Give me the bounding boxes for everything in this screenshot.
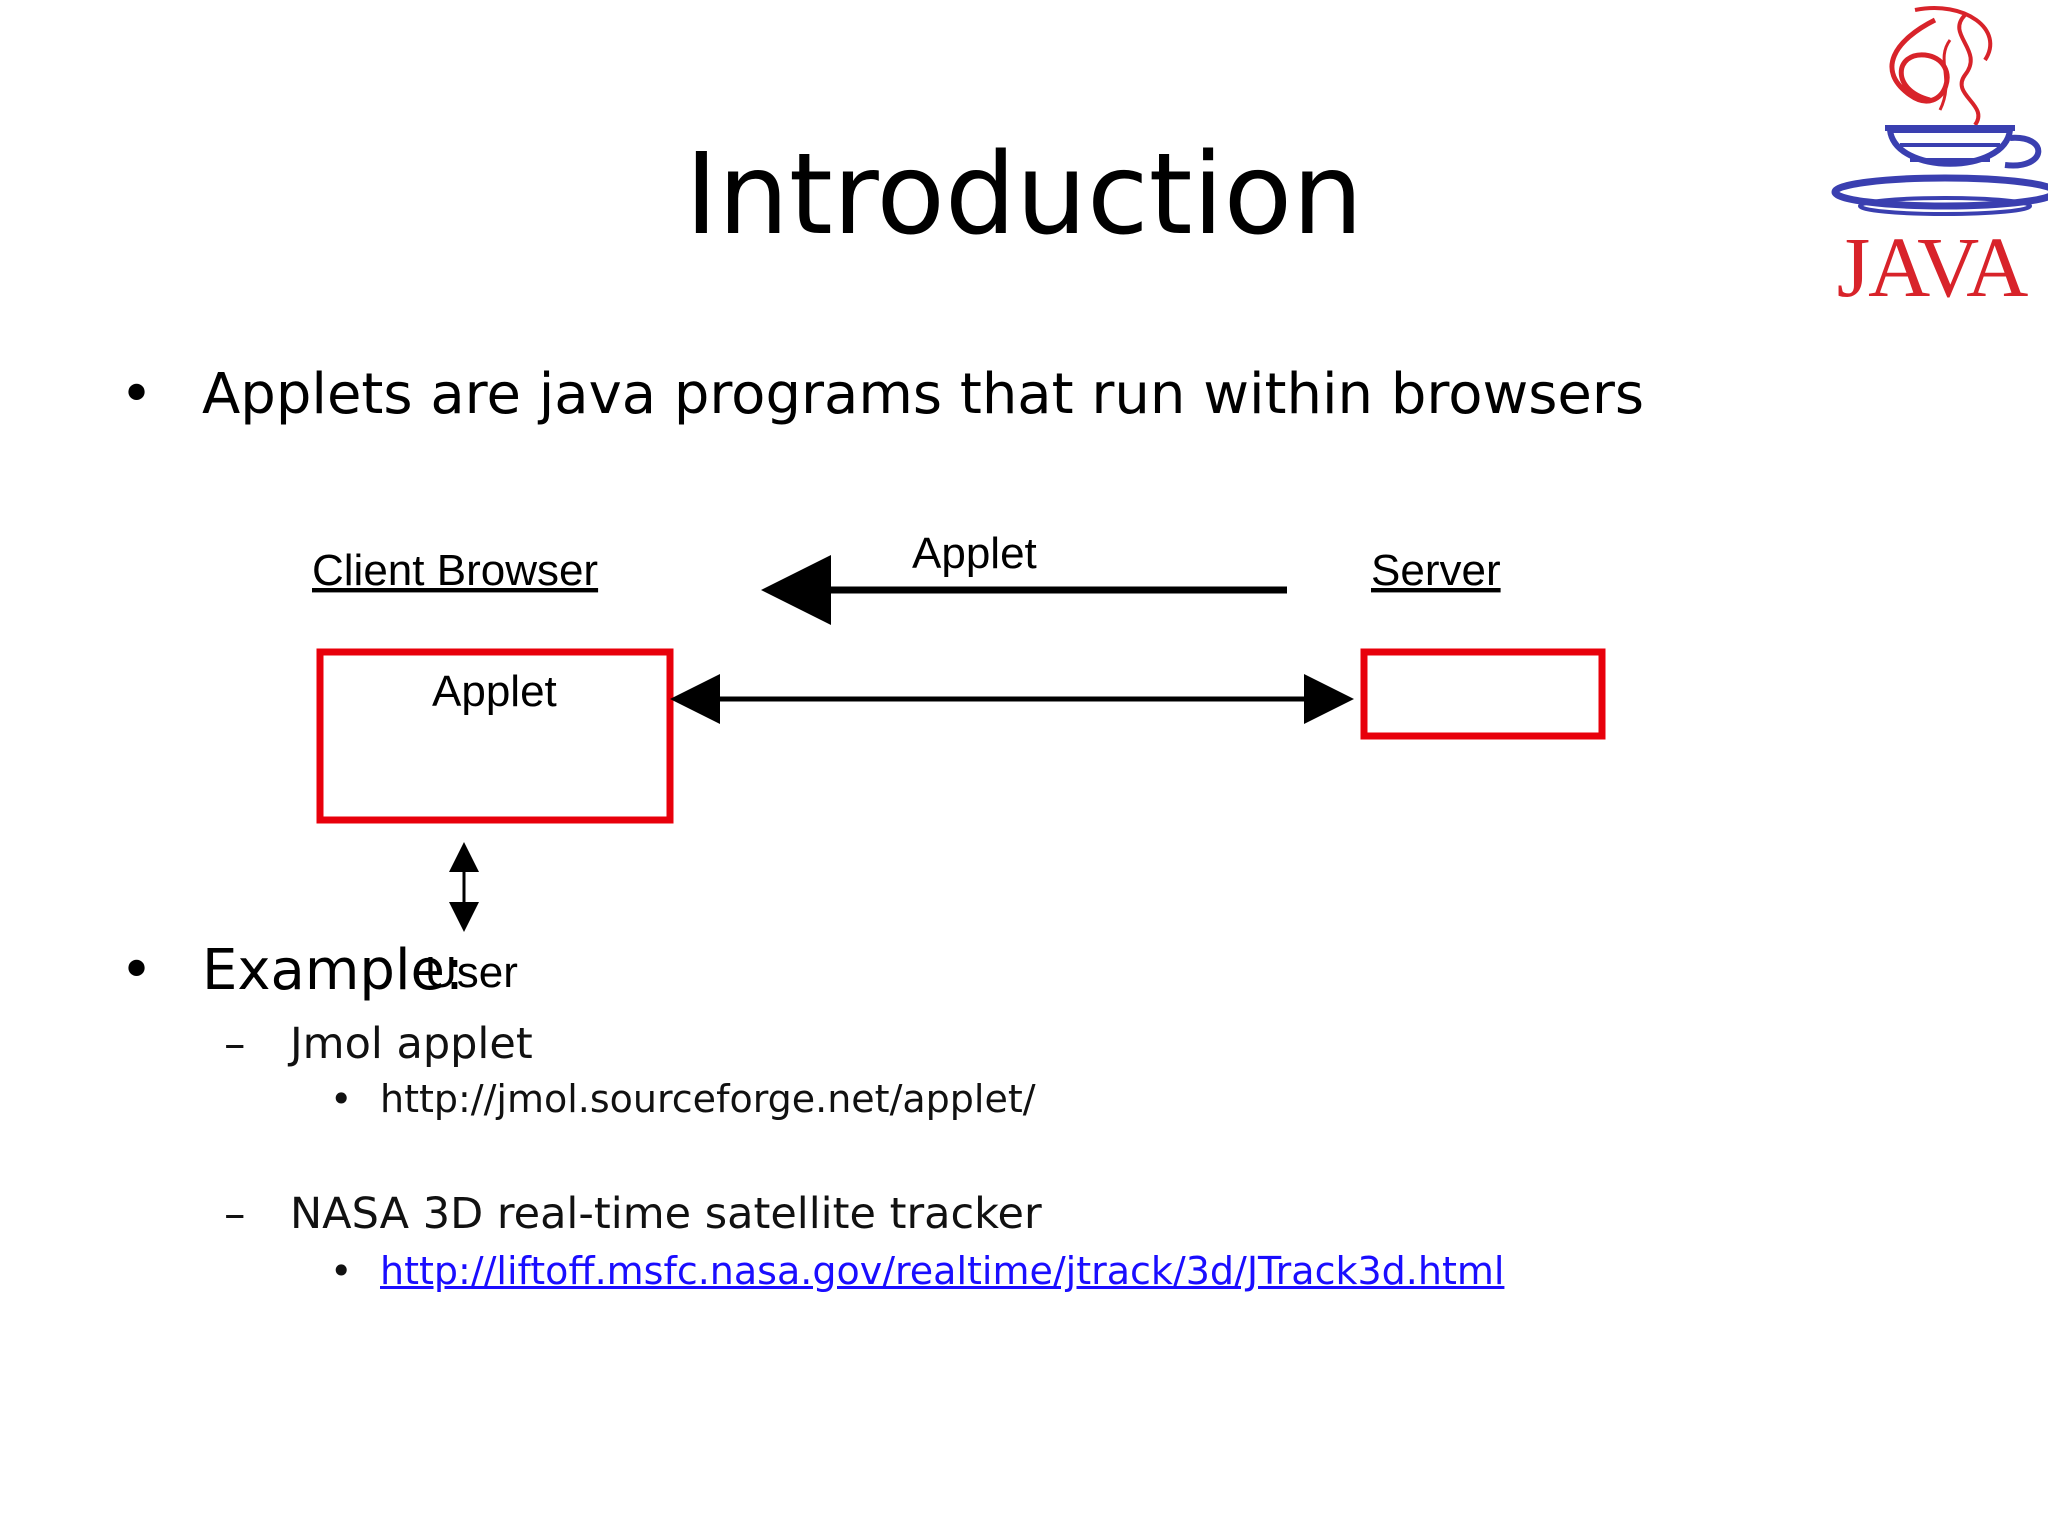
applet-box-label: Applet xyxy=(432,667,557,716)
dash-icon: – xyxy=(224,1019,246,1069)
bullet-text: Example: xyxy=(202,938,464,1003)
java-cup-icon xyxy=(1831,6,2048,216)
client-applet-box xyxy=(316,648,674,824)
example-label: Jmol applet xyxy=(290,1019,533,1069)
jmol-url-text: http://jmol.sourceforge.net/applet/ xyxy=(380,1077,1036,1121)
java-logo: JAVA xyxy=(1815,0,2048,330)
dash-icon: – xyxy=(224,1189,246,1239)
server-label: Server xyxy=(1371,546,1501,595)
bullet-text: Applets are java programs that run withi… xyxy=(202,362,1645,427)
bullet-icon: • xyxy=(330,1077,353,1121)
slide-title: Introduction xyxy=(684,130,1364,260)
java-wordmark: JAVA xyxy=(1836,219,2029,315)
bullet-icon: • xyxy=(120,938,154,1003)
user-label: User xyxy=(425,948,518,997)
client-browser-label: Client Browser xyxy=(312,546,598,595)
applet-transfer-label: Applet xyxy=(912,529,1037,578)
server-box xyxy=(1360,648,1606,740)
nasa-tracker-link[interactable]: http://liftoff.msfc.nasa.gov/realtime/jt… xyxy=(380,1249,1505,1293)
example-label: NASA 3D real-time satellite tracker xyxy=(290,1189,1042,1239)
bullet-icon: • xyxy=(330,1249,353,1293)
bullet-icon: • xyxy=(120,362,154,427)
